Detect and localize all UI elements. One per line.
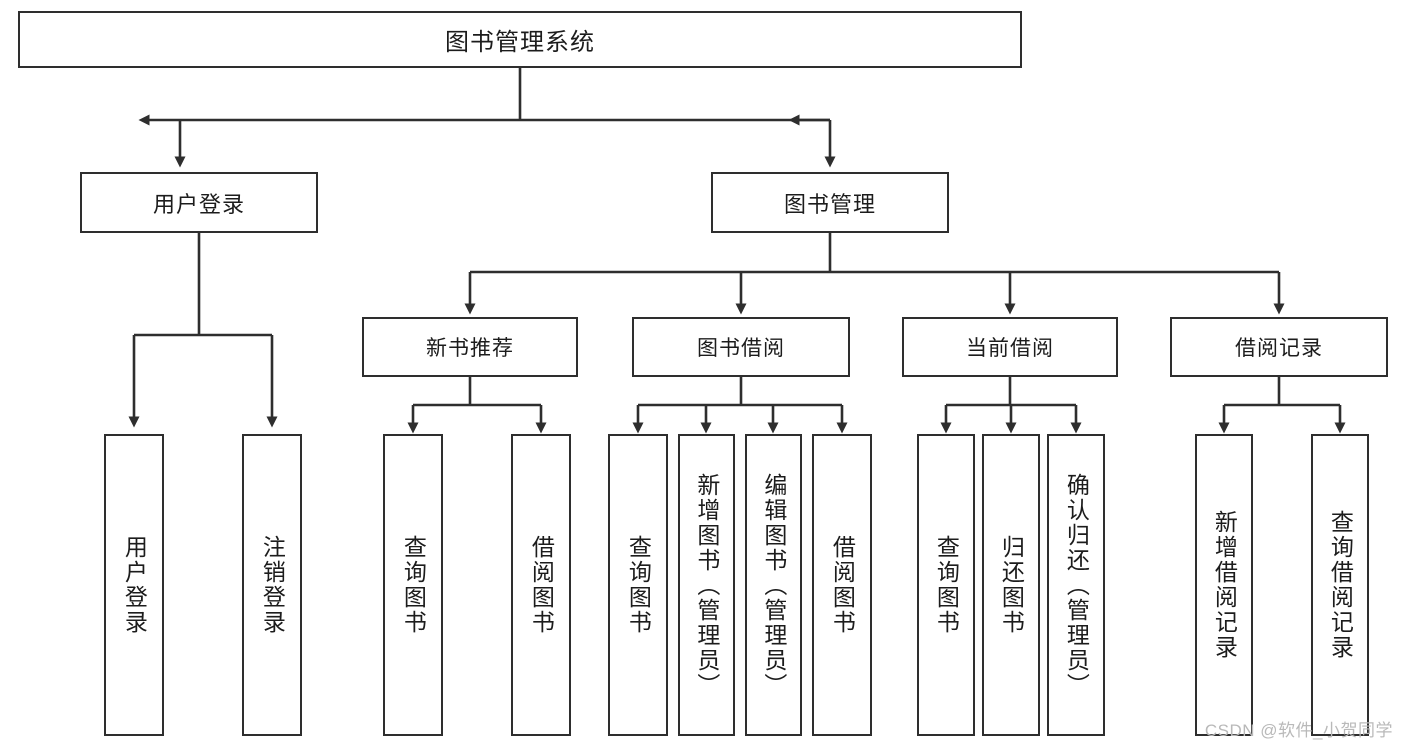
node-borrow-record[interactable]: 借阅记录 xyxy=(1170,317,1388,377)
watermark: CSDN @软件_小贺同学 xyxy=(1204,721,1393,740)
node-current-borrow-label: 当前借阅 xyxy=(966,337,1054,360)
node-leaf-confirm-return-label: 确认归还（管理员） xyxy=(1063,472,1090,698)
node-leaf-logout[interactable]: 注销登录 xyxy=(242,434,302,736)
node-book-borrow[interactable]: 图书借阅 xyxy=(632,317,850,377)
node-leaf-logout-label: 注销登录 xyxy=(259,535,286,635)
node-root[interactable]: 图书管理系统 xyxy=(18,11,1022,68)
node-leaf-return-book-label: 归还图书 xyxy=(998,535,1025,635)
node-user-login-label: 用户登录 xyxy=(152,191,245,217)
node-leaf-edit-book-label: 编辑图书（管理员） xyxy=(760,472,787,698)
node-leaf-edit-book[interactable]: 编辑图书（管理员） xyxy=(745,434,802,736)
node-leaf-borrow-book-2-label: 借阅图书 xyxy=(829,535,856,635)
node-leaf-query-book-3[interactable]: 查询图书 xyxy=(917,434,975,736)
node-leaf-user-login[interactable]: 用户登录 xyxy=(104,434,164,736)
node-new-book-recommend[interactable]: 新书推荐 xyxy=(362,317,578,377)
node-leaf-add-book-label: 新增图书（管理员） xyxy=(693,472,720,698)
node-book-borrow-label: 图书借阅 xyxy=(697,337,785,360)
node-leaf-query-record-label: 查询借阅记录 xyxy=(1327,510,1354,660)
node-root-label: 图书管理系统 xyxy=(445,29,595,56)
node-new-book-recommend-label: 新书推荐 xyxy=(426,337,514,360)
node-leaf-add-record-label: 新增借阅记录 xyxy=(1211,510,1238,660)
node-book-manage-label: 图书管理 xyxy=(783,191,876,217)
node-leaf-add-book[interactable]: 新增图书（管理员） xyxy=(678,434,735,736)
node-current-borrow[interactable]: 当前借阅 xyxy=(902,317,1118,377)
node-leaf-query-book-2-label: 查询图书 xyxy=(625,535,652,635)
node-leaf-query-record[interactable]: 查询借阅记录 xyxy=(1311,434,1369,736)
node-leaf-query-book-1-label: 查询图书 xyxy=(400,535,427,635)
node-leaf-add-record[interactable]: 新增借阅记录 xyxy=(1195,434,1253,736)
node-borrow-record-label: 借阅记录 xyxy=(1235,337,1323,360)
node-book-manage[interactable]: 图书管理 xyxy=(711,172,949,233)
node-leaf-borrow-book-2[interactable]: 借阅图书 xyxy=(812,434,872,736)
node-leaf-query-book-2[interactable]: 查询图书 xyxy=(608,434,668,736)
node-leaf-return-book[interactable]: 归还图书 xyxy=(982,434,1040,736)
node-leaf-user-login-label: 用户登录 xyxy=(121,535,148,635)
node-leaf-borrow-book-1-label: 借阅图书 xyxy=(528,535,555,635)
node-leaf-query-book-1[interactable]: 查询图书 xyxy=(383,434,443,736)
node-leaf-borrow-book-1[interactable]: 借阅图书 xyxy=(511,434,571,736)
node-leaf-confirm-return[interactable]: 确认归还（管理员） xyxy=(1047,434,1105,736)
node-leaf-query-book-3-label: 查询图书 xyxy=(933,535,960,635)
node-user-login[interactable]: 用户登录 xyxy=(80,172,318,233)
